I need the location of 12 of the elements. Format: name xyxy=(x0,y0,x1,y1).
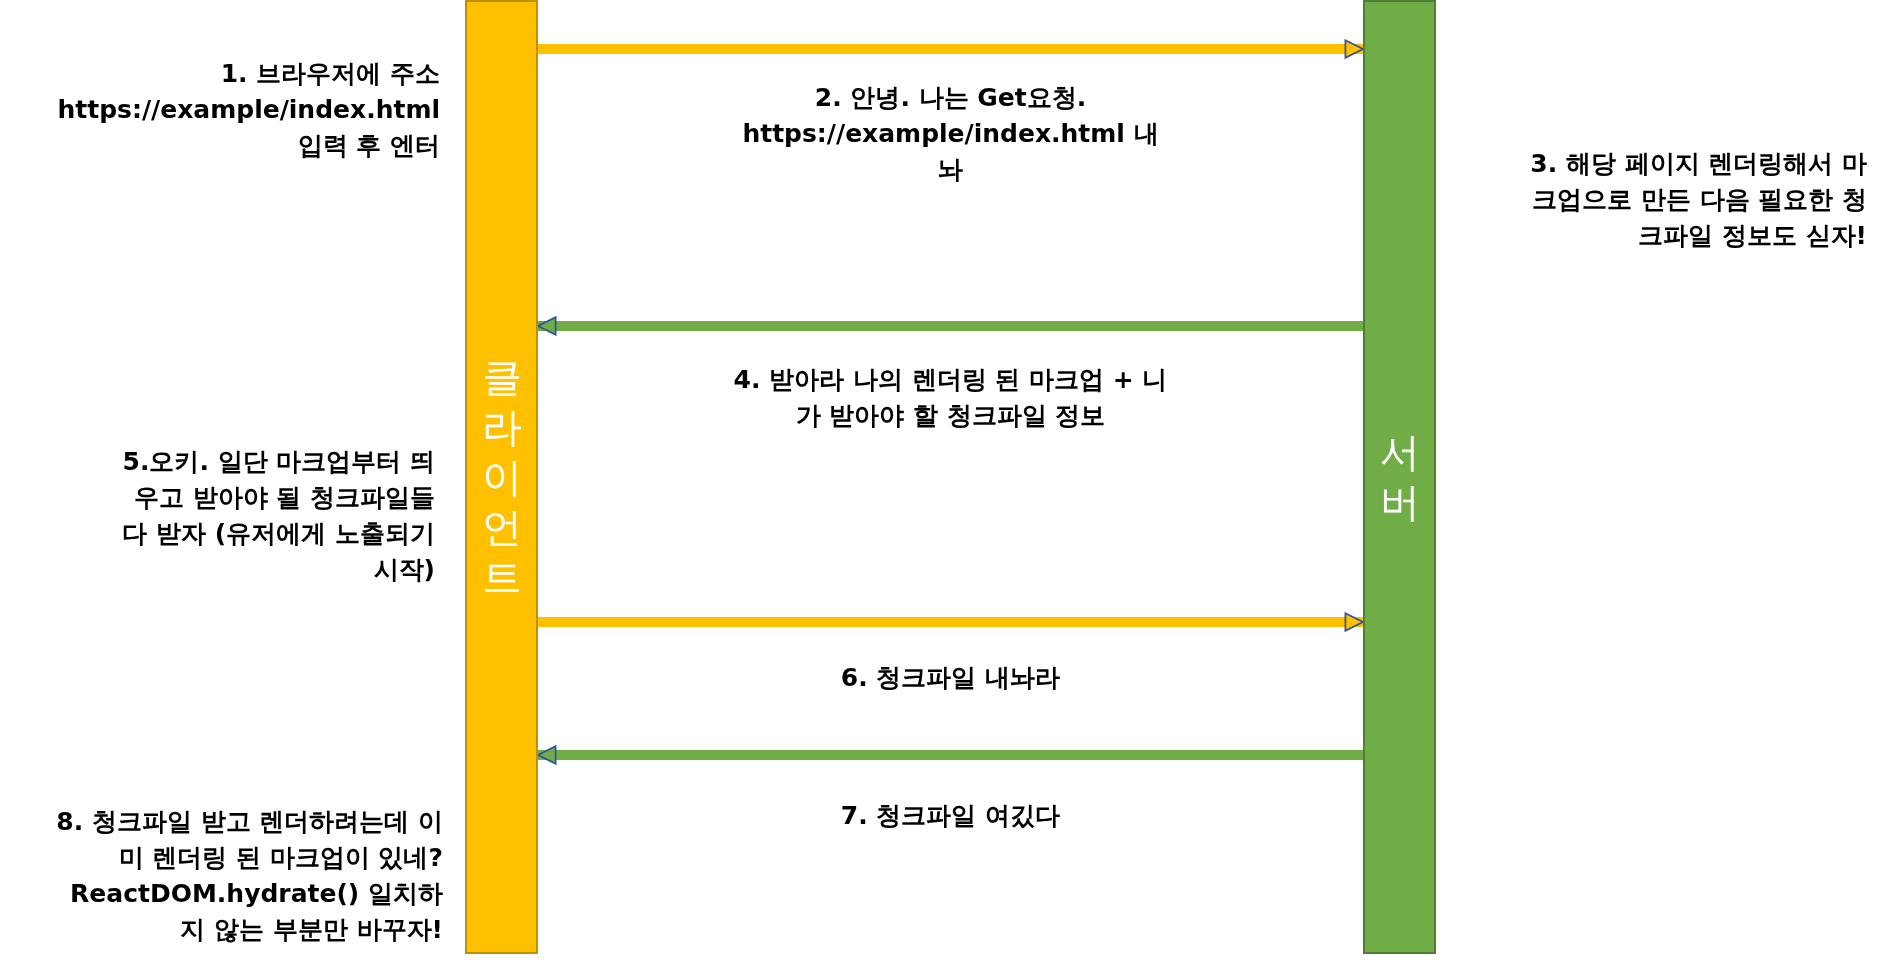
client-lifeline-bar xyxy=(465,0,538,954)
arrow xyxy=(537,316,1363,336)
arrow xyxy=(538,612,1364,632)
note-text: 8. 청크파일 받고 렌더하려는데 이미 렌더링 된 마크업이 있네? ReactDOM.hydrate() 일치하지 않는 부분만 바꾸자! xyxy=(55,806,443,946)
note-text: 3. 해당 페이지 렌더링해서 마크업으로 만든 다음 필요한 청크파일 정보도 싣자! xyxy=(1529,148,1867,252)
participant-label: 서버 xyxy=(1378,428,1421,527)
arrow xyxy=(537,745,1363,765)
note-text: 5.오키. 일단 마크업부터 띄우고 받아야 될 청크파일들 다 받자 (유저에게 노출되기 시작) xyxy=(121,446,435,586)
note-text: 1. 브라우저에 주소 https://example/index.html 입력 후 엔터 xyxy=(56,58,440,162)
server-lifeline-bar xyxy=(1363,0,1436,954)
arrow xyxy=(538,39,1364,59)
participant-label: 클라이언트 xyxy=(480,353,523,602)
